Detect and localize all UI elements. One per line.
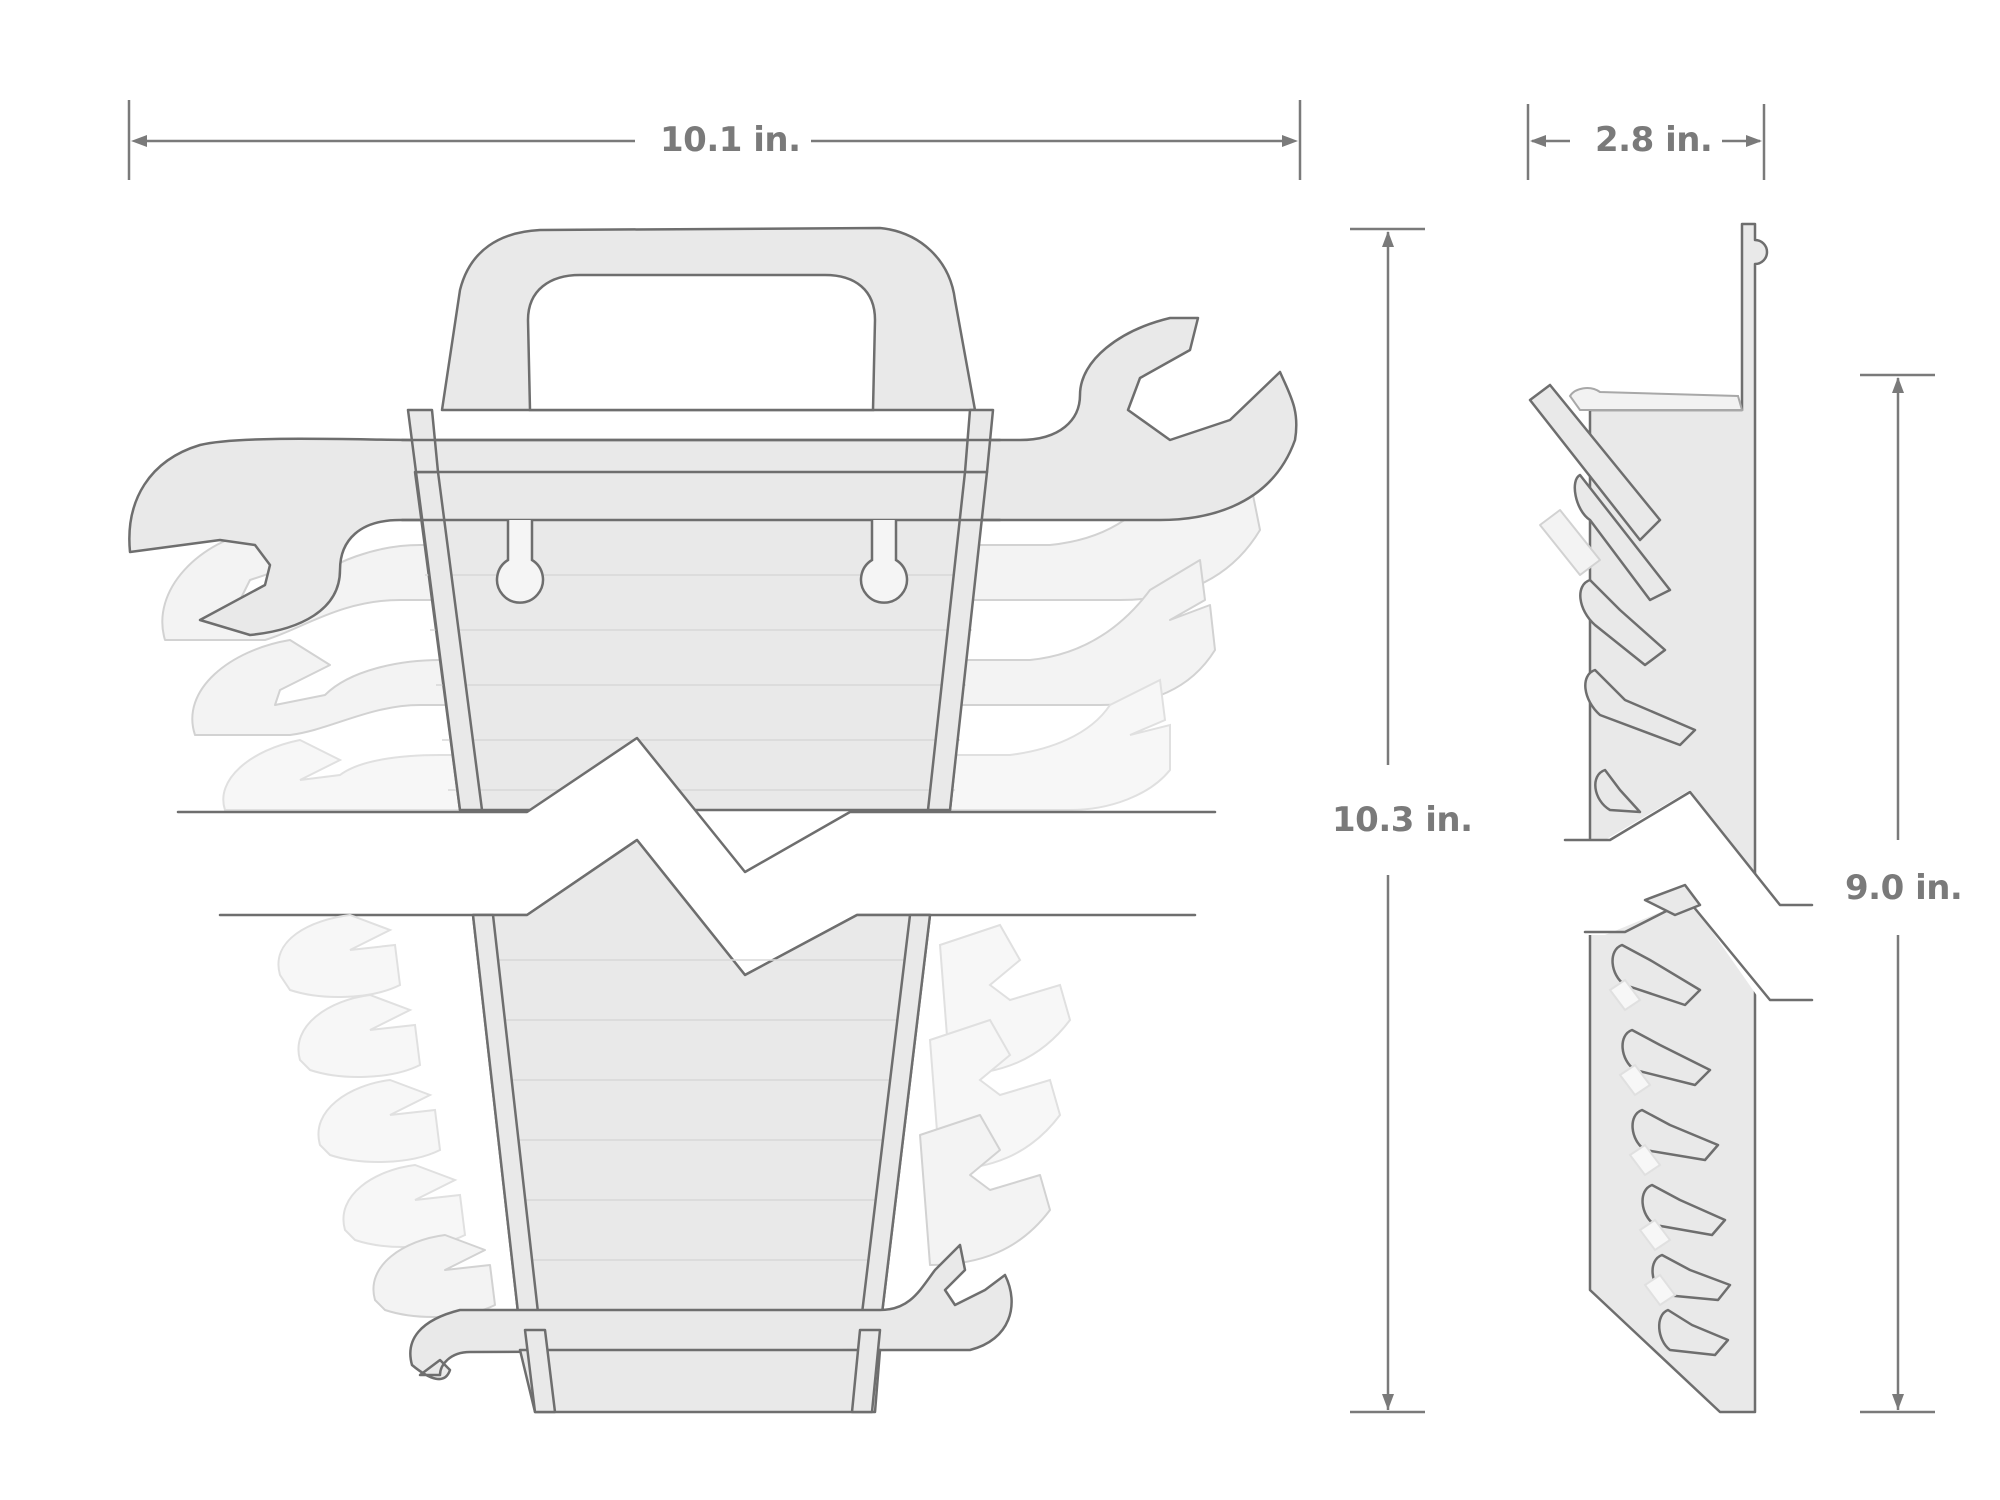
side-break-upper: [1563, 790, 1814, 907]
front-view: [128, 226, 1298, 1414]
base-rail-left: [523, 1328, 557, 1414]
rack-lower-shelf-lines: [478, 959, 925, 1261]
side-slots-lower: [1608, 883, 1732, 1357]
dim-front-width: [127, 100, 1302, 180]
keyhole-right: [859, 520, 909, 604]
dim-side-height: [1860, 373, 1935, 1414]
label-side-height: 9.0 in.: [1835, 868, 1973, 908]
side-slots-upper: [1528, 383, 1697, 814]
handle-opening: [526, 273, 877, 412]
break-line-upper: [176, 736, 1217, 874]
base-rail-right: [850, 1328, 882, 1414]
side-view: [1528, 222, 1814, 1414]
keyhole-left: [495, 520, 545, 604]
label-front-width: 10.1 in.: [650, 120, 811, 160]
label-side-depth: 2.8 in.: [1585, 120, 1723, 160]
rack-base: [518, 1348, 882, 1414]
dim-front-height: [1350, 227, 1425, 1414]
dim-side-depth: [1526, 104, 1766, 180]
ghost-wrenches-bottom: [277, 913, 1072, 1318]
rack-upper-body: [413, 470, 987, 812]
side-lip: [1568, 387, 1744, 411]
label-front-height: 10.3 in.: [1322, 800, 1483, 840]
